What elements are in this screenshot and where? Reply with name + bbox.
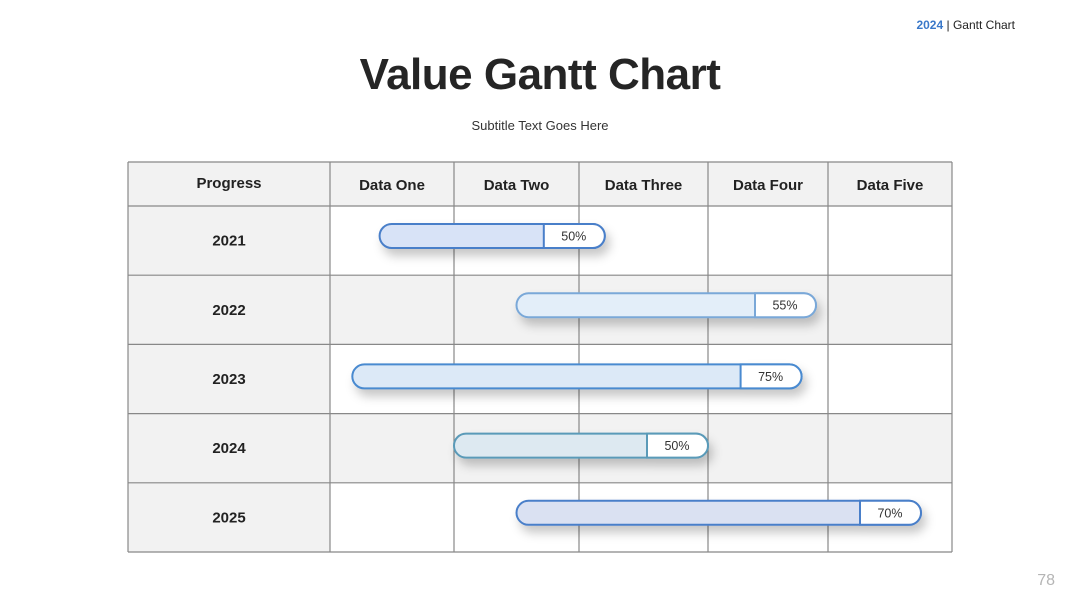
header-row-bg xyxy=(128,162,952,206)
header-column: Data Four xyxy=(733,177,803,194)
header-separator: | xyxy=(946,18,950,32)
gantt-bar-value-label: 70% xyxy=(877,506,902,520)
gantt-bar-value-label: 50% xyxy=(664,439,689,453)
page-subtitle: Subtitle Text Goes Here xyxy=(471,118,609,133)
row-label: 2023 xyxy=(212,371,245,388)
gantt-bar-value-label: 75% xyxy=(758,370,783,384)
header-column: Data One xyxy=(359,177,425,194)
row-label: 2021 xyxy=(212,233,245,250)
row-label-bg xyxy=(128,344,330,414)
header-year: 2024 xyxy=(916,18,944,32)
header-column: Data Three xyxy=(605,177,683,194)
gantt-bar-value-box xyxy=(859,499,922,526)
gantt-bar-group xyxy=(378,223,606,249)
row-label: 2022 xyxy=(212,302,245,319)
gantt-bar-group xyxy=(515,292,817,319)
gantt-bar-group xyxy=(515,499,922,526)
gantt-bar-value-label: 55% xyxy=(772,299,797,313)
gantt-bar-value-box xyxy=(646,432,709,459)
header-column: Data Two xyxy=(484,177,550,194)
gantt-bar-value-box xyxy=(542,223,606,249)
gantt-bar-value-box xyxy=(754,292,817,319)
row-label: 2025 xyxy=(212,509,245,526)
row-label: 2024 xyxy=(212,440,246,457)
gantt-bar-group xyxy=(351,363,803,390)
header-breadcrumb: 2024 | Gantt Chart xyxy=(916,18,1015,32)
row-label-bg xyxy=(128,206,330,276)
page-title: Value Gantt Chart xyxy=(359,50,721,99)
row-label-bg xyxy=(128,413,330,483)
header-progress: Progress xyxy=(196,175,261,192)
page-number: 78 xyxy=(1037,572,1055,589)
gantt-bar-value-label: 50% xyxy=(561,230,586,244)
header-section: Gantt Chart xyxy=(952,18,1015,32)
row-label-bg xyxy=(128,275,330,345)
gantt-bar-group xyxy=(453,432,709,459)
gantt-bar xyxy=(351,363,803,390)
row-label-bg xyxy=(128,482,330,552)
gantt-bar-value-box xyxy=(739,363,803,390)
header-column: Data Five xyxy=(857,177,924,194)
